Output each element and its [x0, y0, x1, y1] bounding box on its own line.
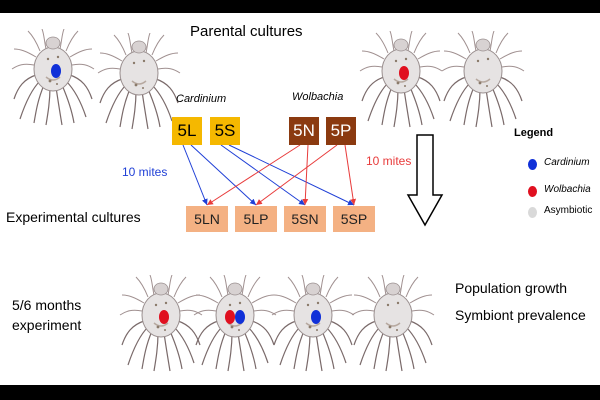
- experimental-culture-box-5ln: 5LN: [186, 206, 228, 232]
- legend-swatch: [528, 186, 537, 197]
- wolbachia-transfer-arrow: [344, 144, 357, 206]
- cardinium-transfer-arrow: [228, 144, 355, 206]
- legend-label: Wolbachia: [544, 184, 591, 195]
- mite-icon: [10, 28, 96, 132]
- legend-swatch: [528, 207, 537, 218]
- duration-label: 5/6 months experiment: [12, 297, 82, 333]
- experimental-culture-box-5sn: 5SN: [284, 206, 326, 232]
- legend-title: Legend: [514, 127, 554, 139]
- legend-label: Cardinium: [544, 157, 590, 168]
- experimental-culture-box-5lp: 5LP: [235, 206, 277, 232]
- wolbachia-transfer-arrow: [302, 144, 309, 206]
- outcome-symbiont-prevalence: Symbiont prevalence: [455, 307, 586, 323]
- down-arrow-icon: [406, 134, 444, 227]
- parental-culture-box-5p: 5P: [326, 117, 356, 145]
- mite-icon: [192, 274, 278, 378]
- diagram-canvas: Parental cultures Cardinium Wolbachia 5L…: [0, 13, 600, 385]
- parental-culture-box-5n: 5N: [289, 117, 319, 145]
- experimental-culture-box-5sp: 5SP: [333, 206, 375, 232]
- parental-culture-box-5l: 5L: [172, 117, 202, 145]
- wolbachia-group-label: Wolbachia: [292, 91, 344, 103]
- cardinium-transfer-label: 10 mites: [122, 165, 168, 179]
- cardinium-transfer-arrow: [220, 144, 306, 206]
- cardinium-transfer-arrow: [190, 144, 257, 206]
- cardinium-group-label: Cardinium: [176, 93, 227, 105]
- parental-culture-box-5s: 5S: [210, 117, 240, 145]
- parental-cultures-title: Parental cultures: [190, 23, 303, 40]
- mite-icon: [270, 274, 356, 378]
- transfer-arrows: [182, 144, 357, 206]
- mite-icon: [96, 32, 182, 136]
- wolbachia-transfer-arrow: [255, 144, 338, 206]
- mite-icon: [440, 30, 526, 134]
- outcome-population-growth: Population growth: [455, 280, 568, 296]
- wolbachia-transfer-arrow: [206, 144, 301, 206]
- mite-icon: [118, 274, 204, 378]
- wolbachia-transfer-label: 10 mites: [366, 154, 412, 168]
- legend-label: Asymbiotic: [544, 205, 593, 216]
- mite-icon: [350, 274, 436, 378]
- cardinium-transfer-arrow: [182, 144, 208, 206]
- mite-icon: [358, 30, 444, 134]
- legend-swatch: [528, 159, 537, 170]
- experimental-cultures-label: Experimental cultures: [6, 209, 141, 225]
